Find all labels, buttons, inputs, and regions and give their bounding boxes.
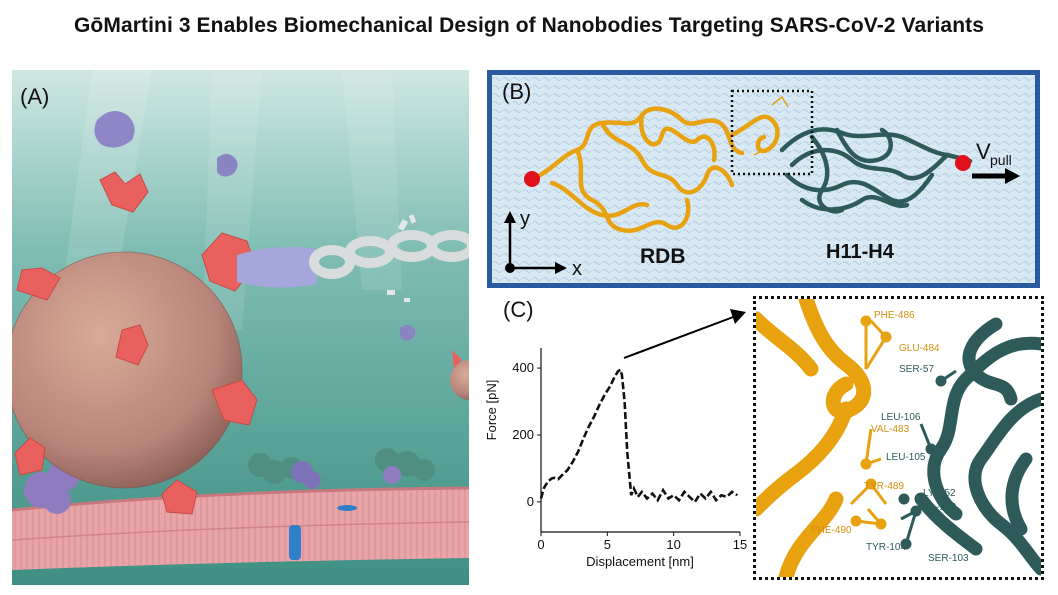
nanobody-residue-sticks: [898, 369, 957, 550]
floating-protein: [94, 111, 135, 148]
panel-c-label: (C): [503, 297, 534, 322]
membrane-channel: [289, 525, 301, 560]
rdb-tube: [756, 299, 872, 577]
panel-b-label: (B): [502, 79, 532, 104]
x-tick-label: 5: [604, 537, 611, 552]
protein-complex-illustration: V pull y x RDB H11-H4: [492, 75, 1035, 283]
rdb-residue-sticks: [849, 315, 892, 530]
y-tick-label: 200: [512, 427, 534, 442]
axis-x-label: x: [572, 258, 582, 280]
pull-velocity-subscript: pull: [990, 152, 1012, 168]
residue-label: LEU-105: [886, 452, 926, 463]
panel-a-illustration: (A): [12, 70, 469, 585]
residue-label: PHE-486: [874, 310, 915, 321]
chart-y-label: Force [pN]: [484, 380, 499, 441]
panel-b-pulling-setup: V pull y x RDB H11-H4 (B): [487, 70, 1040, 288]
pull-velocity-label: V: [976, 139, 991, 164]
nanobody-label: H11-H4: [826, 241, 895, 263]
x-tick-label: 10: [666, 537, 680, 552]
binding-interface-illustration: PHE-486 GLU-484 SER-57 LEU-106 VAL-483 L…: [756, 299, 1041, 577]
axis-origin: [505, 263, 515, 273]
x-tick-label: 15: [733, 537, 747, 552]
chart-x-label: Displacement [nm]: [586, 554, 694, 569]
axis-y-label: y: [520, 208, 530, 230]
floating-protein: [400, 325, 416, 341]
zoom-arrow: [623, 309, 746, 359]
nanobody: [237, 247, 317, 288]
force-displacement-chart: 0 5 10 15 0 200 400 Displacement [nm] Force [p…: [484, 348, 747, 569]
residue-label: VAL-102: [918, 502, 957, 513]
figure-title: GōMartini 3 Enables Biomechanical Design…: [73, 14, 985, 37]
residue-label: LYS-52: [923, 488, 956, 499]
residue-label: PHE-490: [811, 525, 852, 536]
pull-anchor-dot: [955, 155, 971, 171]
residue-label: LEU-106: [881, 412, 921, 423]
nanobody-tube: [914, 317, 1041, 576]
rdb-protein-ribbon: [529, 106, 780, 234]
panel-a-label: (A): [20, 84, 50, 109]
y-tick-label: 0: [527, 494, 534, 509]
nanobody-ribbon: [779, 127, 973, 214]
virion-sphere: [12, 252, 242, 488]
residue-label: GLU-484: [899, 343, 940, 354]
residue-label: TYR-489: [864, 481, 904, 492]
panel-c-binding-interface-zoom: PHE-486 GLU-484 SER-57 LEU-106 VAL-483 L…: [753, 296, 1044, 580]
rdb-label: RDB: [640, 245, 686, 268]
residue-label: VAL-483: [871, 424, 910, 435]
zoom-region-box: [730, 89, 814, 176]
floating-protein: [217, 154, 238, 177]
contact-residues: [753, 95, 789, 156]
force-curve-series-0: [539, 367, 738, 504]
fixed-anchor-dot: [524, 171, 540, 187]
broken-chain: [309, 230, 469, 279]
residue-label: TYR-104: [866, 542, 906, 553]
residue-label: SER-103: [928, 553, 969, 564]
residue-label: SER-57: [899, 364, 934, 375]
x-tick-label: 0: [537, 537, 544, 552]
y-tick-label: 400: [512, 360, 534, 375]
virus-scene-illustration: [12, 70, 469, 585]
